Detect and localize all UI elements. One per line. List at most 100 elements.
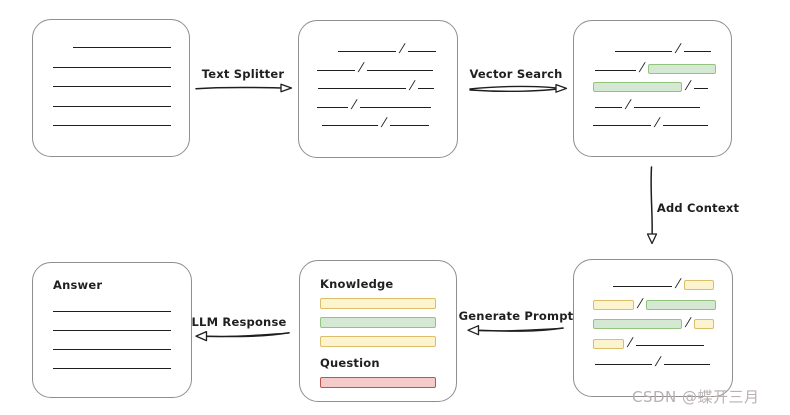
slash-separator: /: [654, 115, 660, 129]
context-lines: / / / / /: [574, 260, 732, 368]
green-highlight-bar: [648, 63, 717, 74]
slash-separator: /: [399, 41, 405, 55]
yellow-highlight-bar: [694, 319, 715, 329]
content-row: /: [588, 295, 732, 310]
text-line: [53, 85, 171, 87]
text-line: [317, 69, 355, 71]
content-row: /: [313, 97, 457, 111]
vector-search-arrow: [469, 83, 568, 93]
text-line: [317, 106, 348, 108]
yellow-highlight-bar: [684, 280, 715, 290]
text-line: [684, 50, 712, 52]
content-row: [320, 336, 436, 347]
slash-separator: /: [675, 41, 681, 55]
content-row: /: [313, 78, 457, 92]
content-row: [53, 96, 189, 109]
green-highlight-bar: [593, 319, 682, 329]
text-line: [664, 363, 711, 365]
text-line: [73, 46, 171, 48]
yellow-highlight-bar: [320, 298, 436, 309]
text-splitter-arrow: [195, 83, 293, 93]
content-row: [53, 320, 171, 333]
text-line: [53, 124, 171, 126]
green-highlight-bar: [320, 317, 436, 328]
content-row: [53, 115, 189, 128]
content-row: [320, 298, 436, 309]
slash-separator: /: [685, 78, 691, 92]
content-row: /: [588, 96, 731, 111]
document-lines: [33, 20, 189, 128]
text-line: [360, 106, 432, 108]
slash-separator: /: [655, 354, 661, 368]
slash-separator: /: [685, 315, 691, 329]
answer-lines: [53, 301, 171, 371]
text-line: [663, 124, 709, 126]
retrieved-chunk-lines: / / / / /: [574, 21, 731, 129]
slash-separator: /: [409, 78, 415, 92]
red-highlight-bar: [320, 377, 436, 388]
text-line: [53, 348, 171, 350]
question-title: Question: [320, 356, 380, 370]
slash-separator: /: [625, 96, 631, 111]
add-context-arrow: [646, 166, 658, 245]
text-line: [53, 310, 171, 312]
text-line: [418, 87, 435, 89]
text-line: [53, 367, 171, 369]
content-row: [320, 317, 436, 328]
text-line: [318, 87, 406, 89]
llm-response-arrow: [195, 330, 290, 342]
context-box: / / / / /: [573, 259, 733, 397]
yellow-highlight-bar: [593, 338, 624, 349]
chunk-lines: / / / / /: [299, 21, 457, 129]
text-line: [694, 87, 709, 89]
slash-separator: /: [627, 334, 633, 349]
generate-prompt-arrow: [467, 325, 564, 336]
slash-separator: /: [637, 295, 643, 310]
content-row: /: [588, 315, 732, 329]
content-row: /: [313, 115, 457, 129]
vector-search-label: Vector Search: [469, 67, 563, 81]
text-line: [338, 50, 396, 52]
knowledge-bars: [320, 298, 436, 347]
slash-separator: /: [639, 59, 645, 74]
generate-prompt-label: Generate Prompt: [458, 309, 574, 323]
text-line: [53, 329, 171, 331]
content-row: /: [588, 354, 732, 368]
content-row: [53, 76, 189, 89]
content-row: [53, 301, 171, 314]
content-row: /: [588, 115, 731, 129]
slash-separator: /: [675, 276, 681, 290]
content-row: [53, 358, 171, 371]
yellow-highlight-bar: [593, 299, 634, 310]
text-line: [390, 124, 430, 126]
content-row: /: [588, 41, 731, 55]
content-row: /: [588, 59, 731, 74]
source-document-box: [32, 19, 190, 157]
content-row: [320, 377, 436, 388]
text-line: [613, 285, 672, 287]
content-row: /: [588, 334, 732, 349]
slash-separator: /: [358, 59, 364, 74]
text-splitter-label: Text Splitter: [201, 67, 285, 81]
text-line: [593, 124, 651, 126]
text-chunks-box: / / / / /: [298, 20, 458, 158]
text-line: [636, 344, 705, 346]
csdn-watermark: CSDN @蝶开三月: [632, 388, 760, 406]
text-line: [367, 69, 434, 71]
green-highlight-bar: [593, 82, 682, 92]
llm-response-label: LLM Response: [191, 315, 287, 329]
text-line: [615, 50, 672, 52]
prompt-box: Knowledge Question: [299, 260, 457, 402]
vector-search-result-box: / / / / /: [573, 20, 732, 157]
add-context-label: Add Context: [656, 201, 740, 215]
content-row: [53, 37, 189, 50]
text-line: [322, 124, 378, 126]
text-line: [53, 105, 171, 107]
text-line: [634, 106, 701, 108]
content-row: /: [313, 41, 457, 55]
answer-box: Answer: [32, 262, 192, 398]
content-row: /: [313, 59, 457, 74]
yellow-highlight-bar: [320, 336, 436, 347]
content-row: [53, 339, 171, 352]
